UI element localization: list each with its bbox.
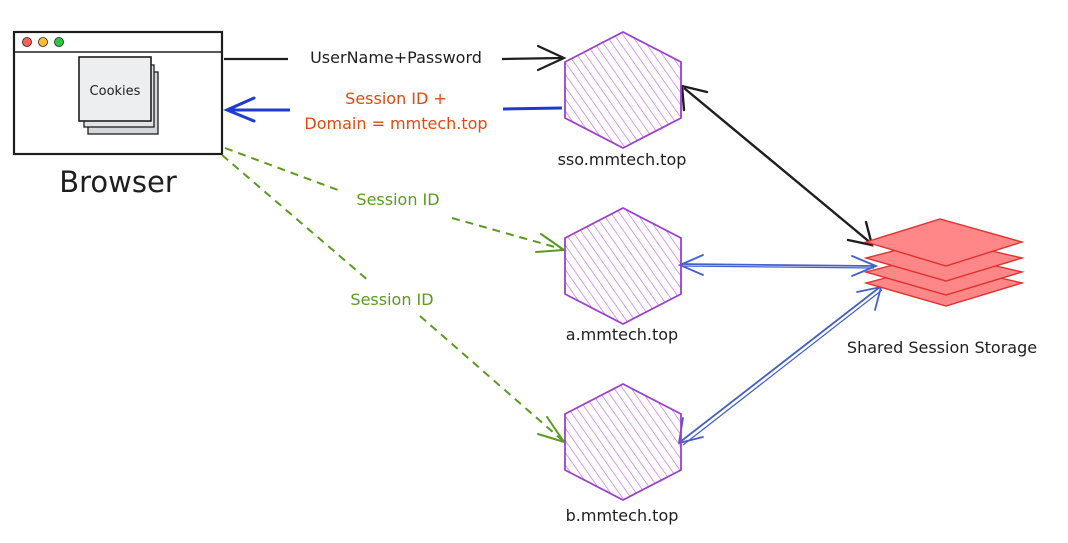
session-to-a-edge: Session ID xyxy=(224,147,567,253)
session-to-b-edge: Session ID xyxy=(221,154,567,444)
a-storage-line-2 xyxy=(680,265,875,269)
b-storage-line xyxy=(679,286,881,443)
b-storage-edge xyxy=(677,285,883,446)
login-arrowhead xyxy=(536,44,567,72)
login-arrow-line-2 xyxy=(501,56,563,61)
sso-storage-arrowhead-bottom xyxy=(846,220,874,247)
session-return-label-line1: Session ID + xyxy=(345,89,447,108)
b-label: b.mmtech.top xyxy=(566,506,679,525)
b-storage-line-2 xyxy=(682,289,883,446)
session-return-arrowhead xyxy=(223,96,256,123)
browser-maximize-dot xyxy=(54,37,64,47)
a-storage-edge xyxy=(677,254,879,277)
a-label: a.mmtech.top xyxy=(566,325,678,344)
session-return-label-line2: Domain = mmtech.top xyxy=(304,114,487,133)
a-storage-arrowhead-right xyxy=(851,255,879,277)
session-return-line-right xyxy=(502,106,563,111)
cookie-card-front xyxy=(78,56,152,122)
a-hexagon xyxy=(564,206,682,326)
session-to-a-label: Session ID xyxy=(356,190,439,209)
b-node: b.mmtech.top xyxy=(564,382,682,525)
browser-close-dot xyxy=(22,37,32,47)
storage-layer-1 xyxy=(863,218,1025,267)
browser-minimize-dot xyxy=(38,37,48,47)
sso-hexagon xyxy=(564,30,682,150)
b-hexagon xyxy=(564,382,682,502)
browser-window: Cookies Browser xyxy=(12,30,224,199)
sso-node: sso.mmtech.top xyxy=(558,30,687,169)
storage-node: Shared Session Storage xyxy=(847,218,1037,357)
sso-storage-arrowhead-top xyxy=(680,84,709,112)
session-to-a-arrowhead xyxy=(535,233,567,253)
login-edge: UserName+Password xyxy=(224,44,567,72)
browser-title: Browser xyxy=(59,165,177,199)
cookies-label: Cookies xyxy=(90,84,141,99)
a-storage-line xyxy=(679,263,876,267)
session-to-b-label: Session ID xyxy=(350,290,433,309)
session-to-a-line xyxy=(224,147,563,250)
session-return-edge: Session ID + Domain = mmtech.top xyxy=(223,89,563,133)
login-label: UserName+Password xyxy=(310,48,482,67)
session-to-b-arrowhead xyxy=(537,416,567,444)
a-node: a.mmtech.top xyxy=(564,206,682,344)
sso-storage-edge xyxy=(680,84,874,247)
sso-storage-line xyxy=(683,87,873,245)
session-to-b-line xyxy=(221,154,563,441)
sso-label: sso.mmtech.top xyxy=(558,150,687,169)
storage-label: Shared Session Storage xyxy=(847,338,1037,357)
